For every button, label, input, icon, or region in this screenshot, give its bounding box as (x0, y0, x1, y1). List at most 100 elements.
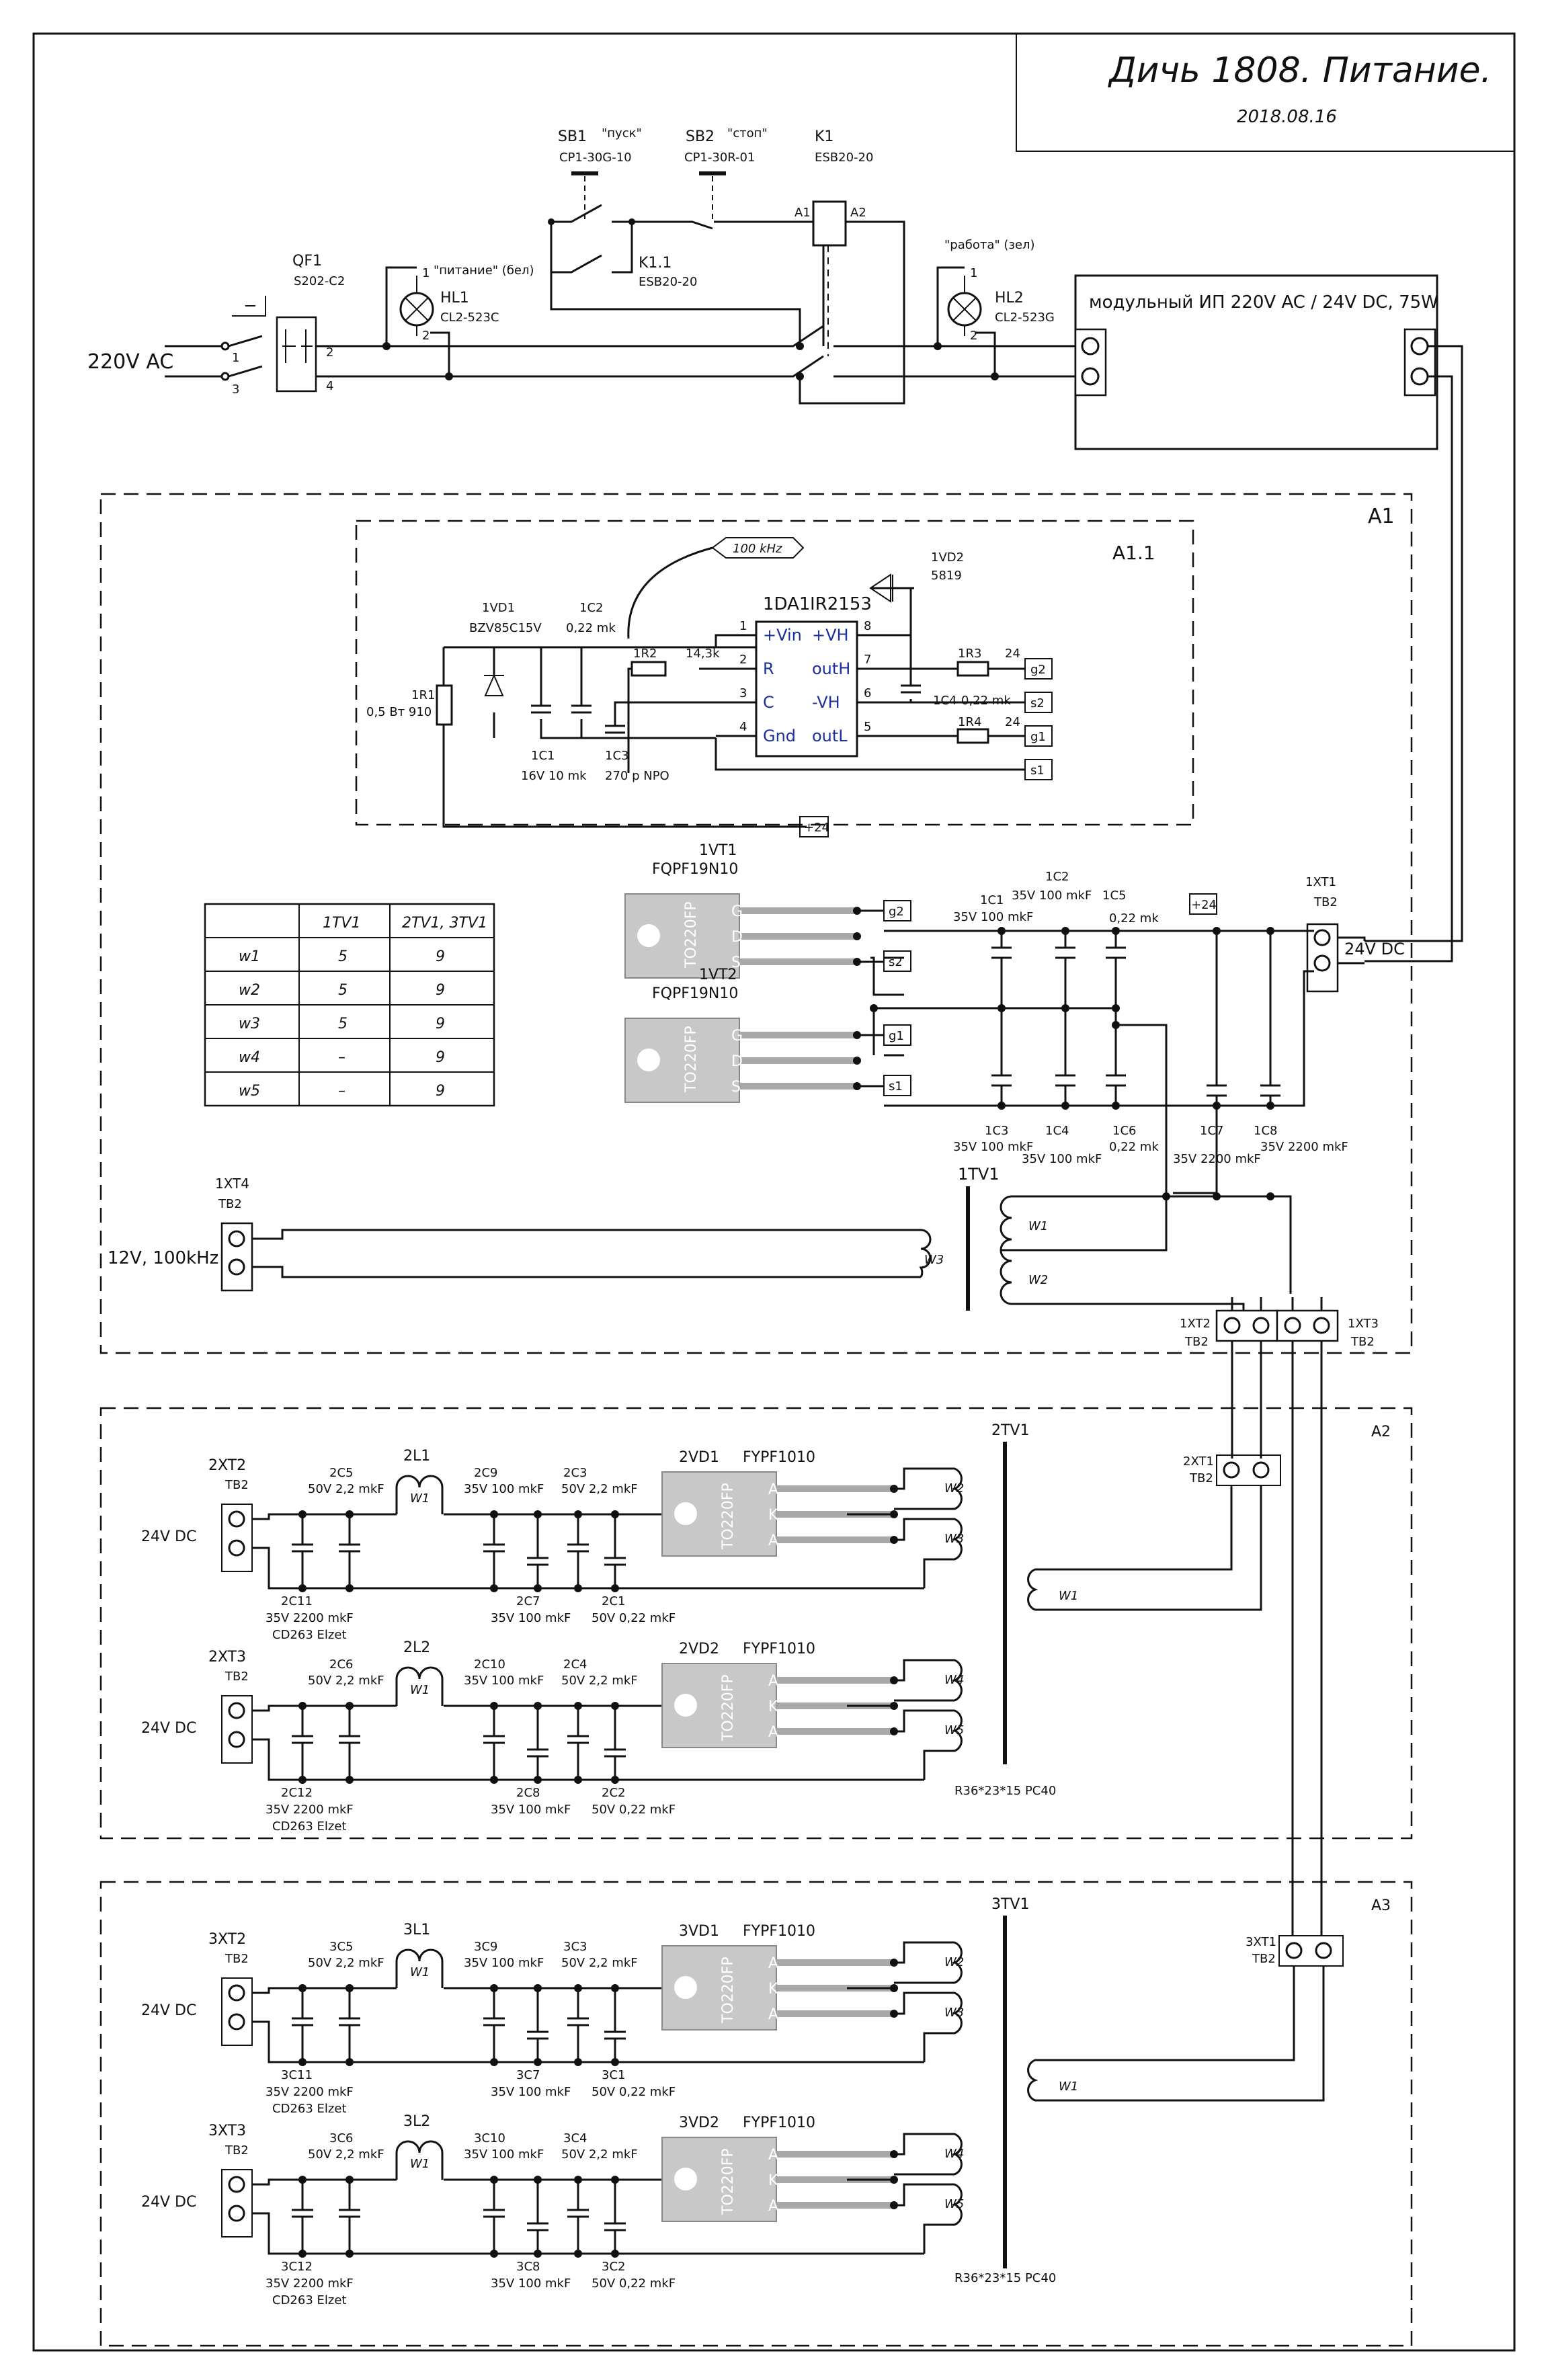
1xt4-type: TB2 (218, 1197, 242, 1211)
c6-ref: 1C6 (1112, 1124, 1136, 1138)
cap-type: CD263 Elzet (272, 1819, 346, 1834)
cap-ref: 3C10 (474, 2131, 505, 2145)
mosfet-pin-D: D (731, 929, 743, 946)
k1-model: ESB20-20 (815, 151, 873, 165)
resistor-1r1 (436, 684, 453, 726)
sb2-note: "стоп" (727, 126, 768, 140)
cap-val: 35V 100 mkF (464, 1674, 544, 1688)
hl2-model: CL2-523G (995, 311, 1055, 325)
pin-4: 4 (326, 379, 333, 393)
mosfet-ref: 1VT2 (699, 967, 737, 983)
cap-val: 35V 100 mkF (491, 2276, 571, 2291)
1c4-ref: 1C4 (933, 694, 956, 708)
mosfet-pin-G: G (731, 903, 743, 920)
xt1-type: TB2 (1252, 1952, 1276, 1966)
cap-ref: 2C8 (516, 1786, 540, 1800)
capacitor-bank-wiring (1000, 931, 1272, 1251)
aux-output-wires (1231, 1297, 1323, 1936)
c7-ref: 1C7 (1200, 1124, 1223, 1138)
cap-ref: 3C8 (516, 2260, 540, 2274)
output-label: 24V DC (141, 1528, 196, 1545)
resistor-1r3 (956, 661, 989, 677)
diode-pin-K: K (768, 1507, 778, 1524)
pin-1: 1 (232, 351, 239, 365)
diode-model: FYPF1010 (743, 1923, 815, 1940)
k1-ref: K1 (815, 128, 833, 145)
inductor-2l1 (395, 1475, 444, 1514)
1c1-val: 16V 10 mk (521, 769, 587, 783)
diode-ref: 3VD2 (679, 2115, 719, 2131)
hl2-pin2: 2 (970, 329, 977, 343)
cap-ref: 3C1 (602, 2068, 625, 2082)
c6-val: 0,22 mk (1109, 1140, 1159, 1154)
diode-pin-K: K (768, 1981, 778, 1998)
1tv1-w3-coil (919, 1229, 932, 1278)
primary-w1-label: W1 (1059, 2080, 1078, 2094)
c1-val: 35V 100 mkF (953, 910, 1033, 924)
chip-pin-6: 6 (864, 686, 871, 700)
a3-primary-coil (1027, 2059, 1075, 2102)
hl1-pin1: 1 (422, 266, 430, 280)
qf1-model: S202-C2 (294, 274, 345, 288)
hl1-wires (385, 266, 450, 376)
resistor-1r2 (630, 661, 667, 677)
terminal-2xt2 (221, 1504, 253, 1572)
1c3-ref: 1C3 (605, 749, 628, 763)
cap-val: 50V 2,2 mkF (308, 1674, 384, 1688)
mosfet-gate-flag: g2 (889, 905, 904, 919)
qf1-ref: QF1 (292, 253, 322, 270)
1tv1-w1: W1 (1028, 1219, 1048, 1233)
mains-bus (316, 325, 1079, 378)
title-block (1016, 34, 1514, 152)
psu-output-wires (1364, 345, 1463, 962)
sb2-model: CP1-30R-01 (684, 151, 755, 165)
xt-type: TB2 (225, 1670, 249, 1684)
secondary-wa: W2 (944, 1955, 964, 1969)
hl2-note: "работа" (зел) (944, 238, 1035, 252)
output-label: 24V DC (141, 1720, 196, 1737)
secondary-coils (894, 1467, 963, 1588)
hl2-wires (936, 266, 996, 376)
inductor-w1: W1 (410, 1491, 430, 1506)
hl1-pin2: 2 (422, 329, 430, 343)
terminal-a3-xt1 (1278, 1935, 1344, 1967)
xt1-ref: 3XT1 (1246, 1935, 1276, 1949)
cap-val: 35V 100 mkF (464, 1956, 544, 1970)
flag-plus24 (1189, 893, 1217, 915)
pin-2: 2 (326, 345, 333, 360)
table-cell: w1 (239, 948, 260, 965)
cap-ref: 2C11 (281, 1594, 313, 1608)
net-flag-s1: s1 (1030, 764, 1045, 778)
table-cell: 5 (338, 982, 348, 999)
1xt2-type: TB2 (1184, 1335, 1209, 1349)
c7-val: 35V 2200 mkF (1173, 1152, 1261, 1166)
1c3-val: 270 p NPO (605, 769, 669, 783)
core-spec: R36*23*15 PC40 (954, 2271, 1056, 2285)
block-a1-border (99, 493, 1413, 1354)
diode-pin-A: A (768, 1532, 778, 1549)
1c1-ref: 1C1 (531, 749, 555, 763)
cap-val: 35V 100 mkF (464, 2147, 544, 2162)
secondary-wb: W3 (944, 2006, 964, 2020)
block-a11-border (355, 520, 1194, 826)
block-a11-label: A1.1 (1112, 542, 1155, 564)
table-cell: 9 (436, 1083, 445, 1100)
1xt1-label: 24V DC (1344, 940, 1405, 958)
cap-ref: 3C7 (516, 2068, 540, 2082)
cap-ref: 3C2 (602, 2260, 625, 2274)
psu-module (1074, 274, 1438, 450)
diode-pin-A: A (768, 2147, 778, 2164)
output-label: 24V DC (141, 2194, 196, 2211)
c5-ref: 1C5 (1102, 889, 1126, 903)
tv-ref: 3TV1 (991, 1896, 1029, 1913)
c5-val: 0,22 mk (1109, 911, 1159, 926)
mosfet-pin-S: S (731, 1079, 741, 1096)
chip-pin-label-8: +VH (812, 626, 849, 645)
mosfet-ref: 1VT1 (699, 842, 737, 859)
xt1-ref: 2XT1 (1183, 1454, 1214, 1469)
chip-pin-label-6: -VH (812, 693, 840, 712)
xt-type: TB2 (225, 1478, 249, 1492)
chip-pin-label-4: Gnd (763, 727, 796, 745)
chip-pin-4: 4 (739, 720, 747, 734)
